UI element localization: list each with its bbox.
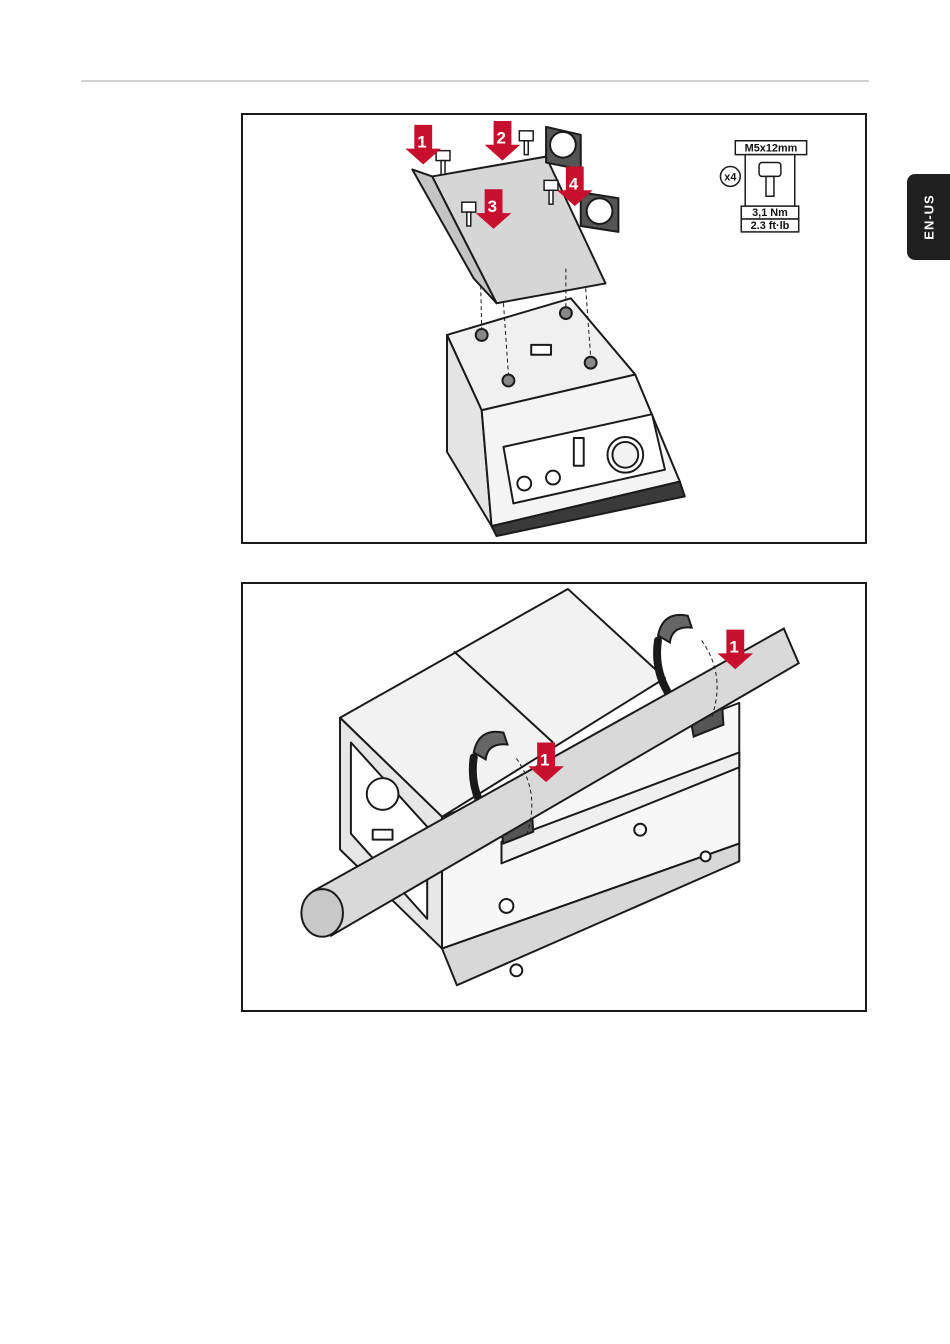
screw-spec-box: M5x12mm x4 3,1 Nm 2.3 ft·lb <box>720 141 806 232</box>
torque-imperial-label: 2.3 ft·lb <box>751 220 790 232</box>
step-label-1: 1 <box>417 133 426 152</box>
step-label-left: 1 <box>540 750 549 769</box>
step-arrow-2: 2 <box>485 121 521 161</box>
figure-mounting-bracket: 1 2 3 4 M5x12mm x4 3,1 Nm <box>241 113 867 544</box>
step-label-2: 2 <box>497 129 506 148</box>
device-housing <box>447 298 685 536</box>
step-label-3: 3 <box>488 197 497 216</box>
step-label-right: 1 <box>729 637 738 656</box>
pipe-mounting-illustration: 1 1 <box>243 584 865 1010</box>
language-tab: EN-US <box>907 174 950 260</box>
header-rule <box>81 80 869 82</box>
quantity-label: x4 <box>724 171 736 183</box>
language-tab-label: EN-US <box>921 194 936 239</box>
torque-metric-label: 3,1 Nm <box>752 207 788 219</box>
figure-pipe-mounting: 1 1 <box>241 582 867 1012</box>
mounting-bracket-illustration: 1 2 3 4 M5x12mm x4 3,1 Nm <box>243 115 865 542</box>
step-label-4: 4 <box>569 174 579 193</box>
screw-size-label: M5x12mm <box>745 143 798 155</box>
